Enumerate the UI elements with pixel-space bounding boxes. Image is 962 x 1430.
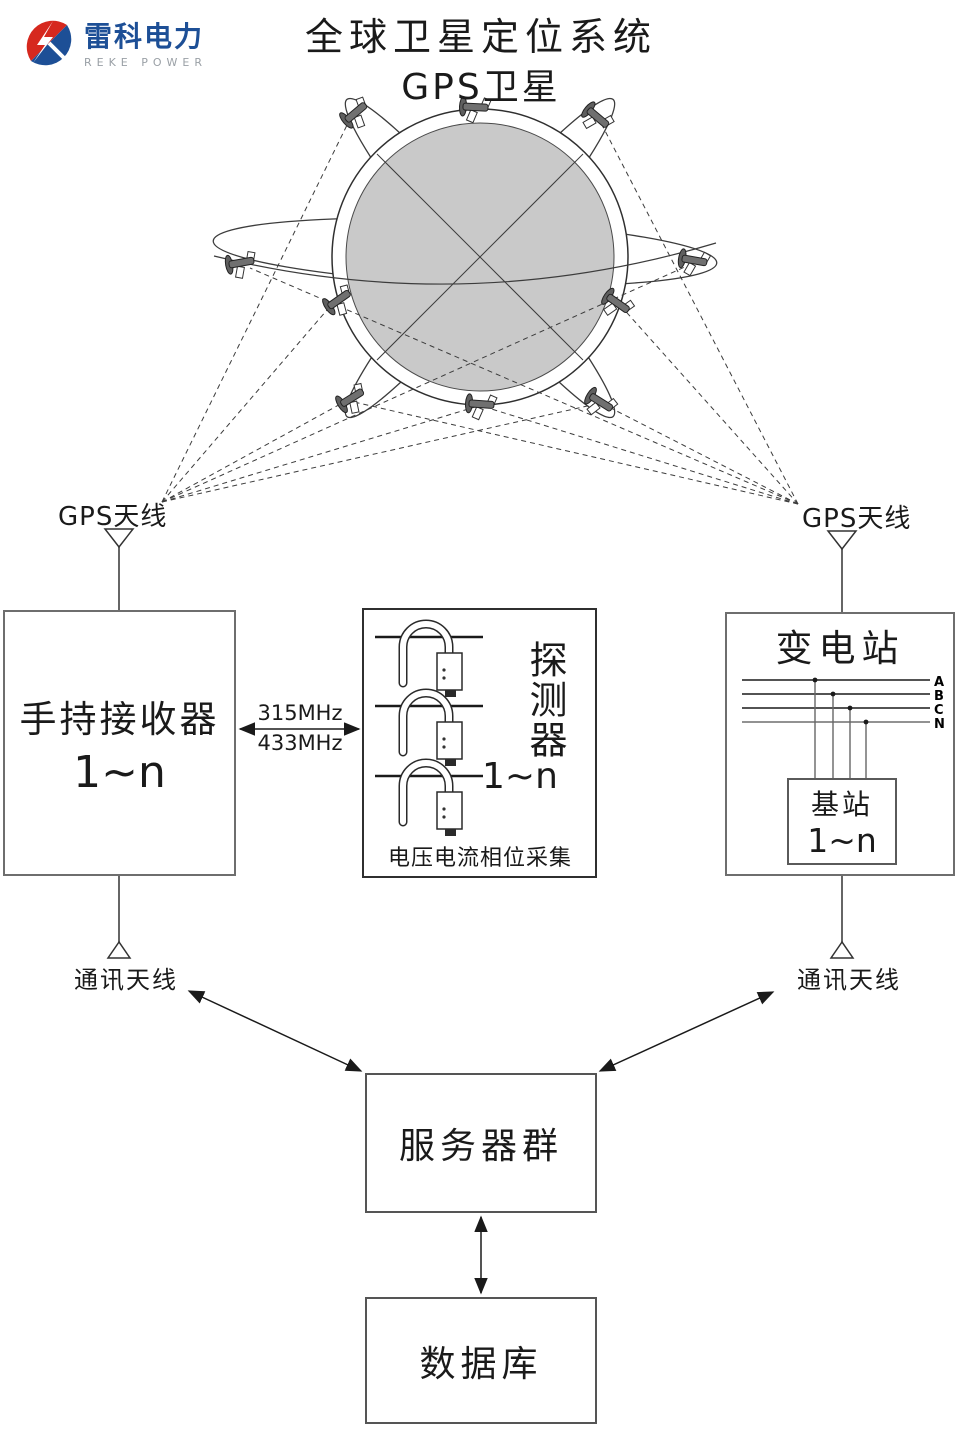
gps-signal-lines: [161, 120, 799, 505]
earth-globe: [213, 108, 717, 406]
phase-label-a: A: [934, 675, 944, 690]
handheld-receiver-title: 手持接收器: [19, 697, 220, 741]
detector-box: [362, 608, 597, 878]
comm-antenna-symbol-left: [106, 876, 132, 959]
page-title: 全球卫星定位系统: [304, 15, 657, 59]
comm-antenna-label-right: 通讯天线: [797, 966, 901, 994]
substation-title: 变电站: [775, 627, 905, 670]
logo-icon: [26, 20, 72, 66]
comm-antenna-symbol-right: [829, 876, 855, 959]
server-cluster-title: 服务器群: [398, 1126, 563, 1167]
detector-caption: 电压电流相位采集: [387, 846, 572, 871]
base-station-range: 1~n: [807, 821, 877, 860]
base-station-box: 基站 1~n: [787, 778, 897, 865]
company-logo: 雷科电力 REKE POWER: [22, 16, 207, 70]
satellite-icon: [332, 380, 374, 420]
substation-box: [725, 612, 955, 876]
handheld-receiver-range: 1~n: [73, 746, 166, 798]
gps-antenna-label-right: GPS天线: [802, 504, 912, 534]
logo-subtitle: REKE POWER: [84, 55, 208, 69]
comm-antenna-label-left: 通讯天线: [74, 966, 178, 994]
database-title: 数据库: [419, 1343, 543, 1385]
gps-antenna-symbol-left: [103, 528, 135, 610]
phase-label-c: C: [934, 703, 944, 718]
logo-name: 雷科电力: [84, 20, 205, 53]
gps-antenna-symbol-right: [826, 530, 858, 612]
gps-antenna-label-left: GPS天线: [58, 502, 168, 532]
database-box: 数据库: [365, 1297, 597, 1424]
network-arrows: [187, 990, 775, 1295]
server-cluster-box: 服务器群: [365, 1073, 597, 1213]
detector-range: 1~n: [482, 756, 558, 797]
handheld-receiver-box: 手持接收器 1~n: [3, 610, 236, 876]
satellite-icon: [223, 249, 260, 282]
phase-label-n: N: [934, 717, 945, 732]
detector-title: 探测器: [523, 640, 567, 760]
page-subtitle: GPS卫星: [401, 67, 561, 108]
rf-freq-down-label: 433MHz: [257, 731, 343, 755]
satellite-icon: [675, 247, 712, 279]
base-station-title: 基站: [810, 788, 873, 821]
rf-freq-up-label: 315MHz: [257, 701, 343, 725]
substation-phase-lines: A B C N: [742, 675, 945, 778]
phase-label-b: B: [934, 689, 944, 704]
